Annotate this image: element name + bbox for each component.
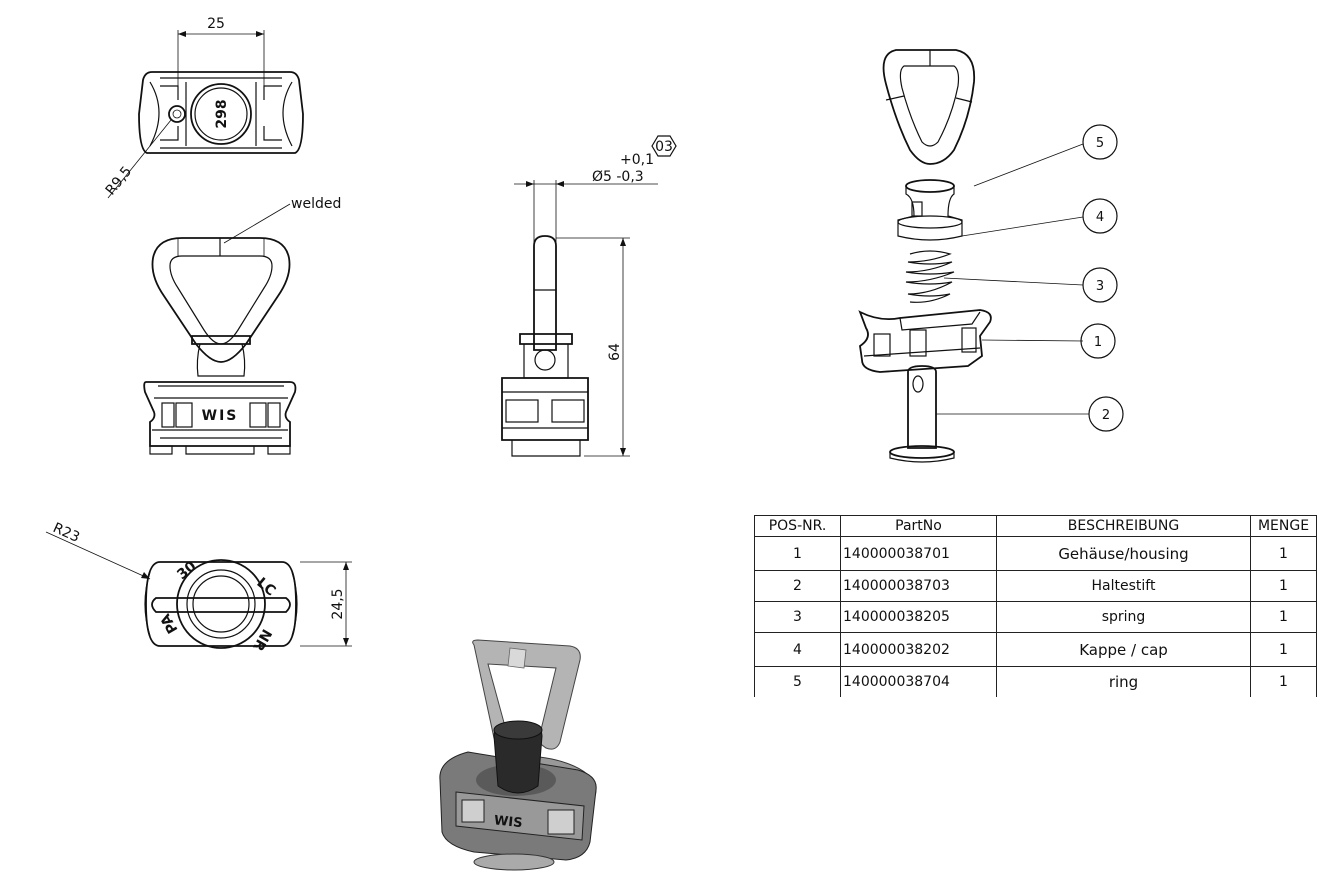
svg-text:1: 1: [1094, 335, 1102, 350]
cell-qty: 1: [1250, 570, 1317, 602]
cell-partno: 140000038703: [840, 570, 997, 602]
balloon-3: 3: [1082, 267, 1118, 303]
svg-text:3: 3: [1096, 279, 1104, 294]
brand-wis-render: WIS: [493, 813, 523, 831]
cell-qty: 1: [1250, 536, 1317, 571]
dimension-r9-5: R9,5: [103, 164, 136, 199]
balloon-callouts: 5 4 3 1 2: [936, 124, 1124, 432]
marking-nr: NR: [249, 626, 274, 654]
isometric-render: WIS: [439, 639, 597, 871]
cell-pos: 3: [754, 601, 841, 633]
cell-partno: 140000038704: [840, 666, 997, 697]
cell-pos: 4: [754, 632, 841, 667]
cell-desc: Haltestift: [996, 570, 1251, 602]
svg-text:4: 4: [1096, 210, 1104, 225]
tolerance-plus: +0,1: [620, 152, 654, 168]
svg-text:5: 5: [1096, 136, 1104, 151]
table-row: 5 140000038704 ring 1: [754, 666, 1317, 697]
dimension-24-5: 24,5: [330, 588, 346, 619]
cell-partno: 140000038701: [840, 536, 997, 571]
svg-text:2: 2: [1102, 408, 1110, 423]
header-beschreibung: BESCHREIBUNG: [996, 515, 1251, 537]
bottom-view: R23 30 LC PA NR 24,5: [45, 520, 352, 654]
tolerance-diameter: Ø5 -0,3: [592, 169, 644, 185]
header-partno: PartNo: [840, 515, 997, 537]
header-menge: MENGE: [1250, 515, 1317, 537]
revision-hexagon: 03: [655, 139, 673, 155]
cell-partno: 140000038205: [840, 601, 997, 633]
table-row: 3 140000038205 spring 1: [754, 601, 1317, 633]
brand-wis-front: WIS: [202, 408, 239, 424]
dimension-25: 25: [207, 16, 225, 32]
cell-desc: Kappe / cap: [996, 632, 1251, 667]
header-pos-nr: POS-NR.: [754, 515, 841, 537]
table-row: 4 140000038202 Kappe / cap 1: [754, 632, 1317, 667]
side-view: +0,1 Ø5 -0,3 03 64: [501, 135, 677, 457]
table-row: 2 140000038703 Haltestift 1: [754, 570, 1317, 602]
balloon-4: 4: [1082, 198, 1118, 234]
cell-desc: Gehäuse/housing: [996, 536, 1251, 571]
front-view: welded WIS: [143, 196, 341, 455]
table-row: 1 140000038701 Gehäuse/housing 1: [754, 536, 1317, 571]
exploded-view: [858, 49, 992, 463]
balloon-1: 1: [1080, 323, 1116, 359]
cell-desc: ring: [996, 666, 1251, 697]
bill-of-materials-table: POS-NR. PartNo BESCHREIBUNG MENGE 1 1400…: [754, 515, 1317, 697]
cell-qty: 1: [1250, 632, 1317, 667]
cell-pos: 1: [754, 536, 841, 571]
cell-qty: 1: [1250, 666, 1317, 697]
cell-pos: 5: [754, 666, 841, 697]
dimension-64: 64: [607, 343, 623, 361]
balloon-5: 5: [1082, 124, 1118, 160]
part-number-298: 298: [214, 99, 230, 128]
balloon-2: 2: [1088, 396, 1124, 432]
cell-qty: 1: [1250, 601, 1317, 633]
welded-note: welded: [291, 196, 341, 212]
dimension-r23: R23: [50, 520, 82, 546]
top-view: 25 298 R9,5: [103, 16, 304, 199]
cell-pos: 2: [754, 570, 841, 602]
cell-desc: spring: [996, 601, 1251, 633]
cell-partno: 140000038202: [840, 632, 997, 667]
table-header-row: POS-NR. PartNo BESCHREIBUNG MENGE: [754, 515, 1317, 537]
